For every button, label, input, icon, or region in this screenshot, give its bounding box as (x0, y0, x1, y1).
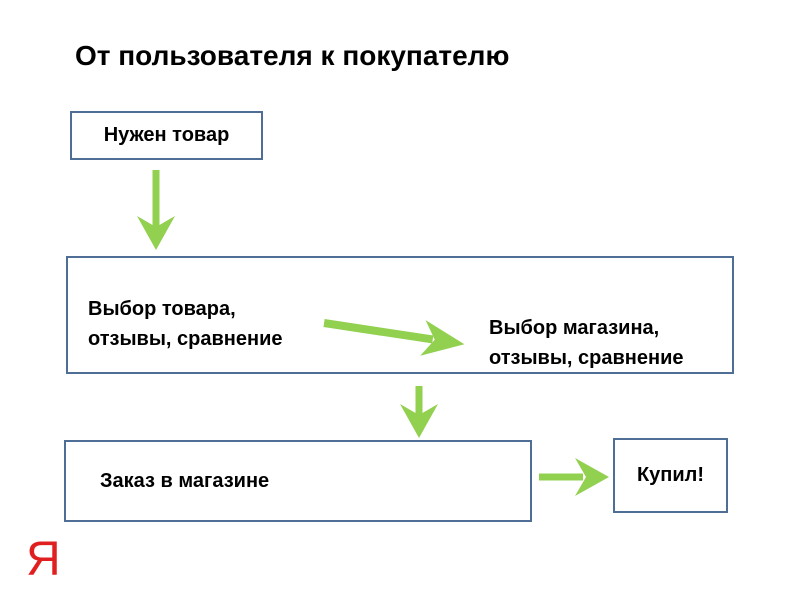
page-title: От пользователя к покупателю (75, 40, 510, 71)
bought-box: Купил! (613, 438, 728, 513)
down-arrow-icon (400, 386, 438, 438)
down-arrow-icon (137, 170, 175, 250)
need-product-label: Нужен товар (103, 124, 230, 146)
right-arrow-icon (539, 458, 609, 496)
order-box: Заказ в магазине (64, 440, 532, 522)
selection-box (66, 256, 734, 374)
store-selection-label: Выбор магазина, отзывы, сравнение (489, 317, 684, 369)
order-label: Заказ в магазине (100, 469, 270, 492)
yandex-logo: Я (26, 533, 61, 586)
need-product-box: Нужен товар (70, 111, 263, 160)
product-selection-label: Выбор товара, отзывы, сравнение (88, 298, 283, 350)
diagonal-right-arrow-icon (323, 319, 465, 356)
bought-label: Купил! (636, 464, 705, 486)
